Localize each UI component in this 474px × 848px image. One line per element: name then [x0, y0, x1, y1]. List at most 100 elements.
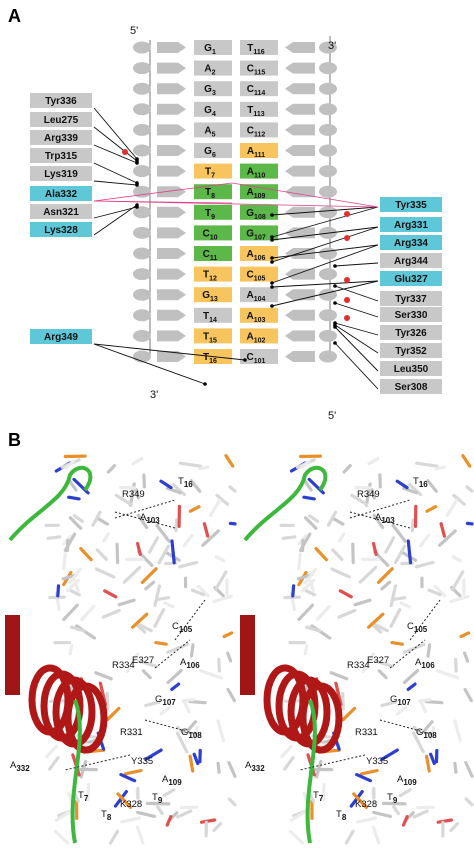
strand1-base-box — [194, 40, 232, 55]
contact-line — [93, 144, 138, 164]
residue-box — [380, 361, 442, 376]
molecule-stick — [418, 699, 428, 714]
molecule-stick — [331, 548, 344, 562]
molecule-stick — [464, 797, 474, 807]
residue-box — [380, 271, 442, 286]
strand2-base-box — [240, 60, 278, 76]
hbond-dotted-line — [154, 639, 191, 669]
residue-label: Ser330 — [395, 310, 428, 321]
molecule-stick — [189, 643, 195, 658]
contact-line — [334, 324, 379, 354]
strand2-base-box — [240, 81, 278, 97]
molecule-stick — [436, 818, 453, 824]
molecule-stick — [212, 822, 223, 833]
molecule-stick — [399, 601, 411, 609]
residue-label: Leu350 — [394, 364, 429, 375]
molecule-stick — [170, 539, 176, 565]
residue-annotation: T8 — [101, 809, 112, 822]
molecule-stick — [352, 792, 368, 810]
residue-annotation: G107 — [155, 694, 176, 707]
residue-annotation: R334 — [347, 660, 370, 671]
contact-line — [93, 180, 138, 186]
molecule-stick — [148, 536, 160, 554]
molecule-stick — [69, 589, 81, 597]
molecule-stick — [95, 548, 109, 562]
strand1-sugar — [157, 309, 186, 321]
strand1-base-box — [194, 163, 232, 179]
strand1-sugar — [157, 289, 186, 301]
contact-line — [93, 343, 246, 361]
molecule-stick — [125, 652, 140, 674]
contact-point — [270, 281, 274, 285]
molecule-stick — [68, 516, 83, 530]
molecule-stick — [208, 498, 222, 518]
molecule-stick — [202, 522, 210, 538]
residue-box — [380, 379, 442, 394]
strand2-base-box — [240, 307, 278, 323]
strand1-base-box — [194, 143, 232, 158]
strand2-sugar — [285, 351, 315, 362]
strand1-base-box — [194, 246, 232, 261]
molecule-stick — [175, 731, 189, 754]
water-molecule — [122, 149, 128, 155]
contact-point — [270, 285, 274, 289]
molecule-stick — [390, 640, 404, 646]
molecule-stick — [136, 810, 157, 819]
strand2-base-box — [240, 328, 278, 344]
strand1-phosphate — [133, 268, 151, 281]
contact-point — [243, 358, 247, 362]
strand1-base-box — [194, 81, 232, 97]
strand2-sugar — [285, 124, 315, 136]
protein-helix-red — [240, 615, 255, 695]
molecule-stick — [222, 631, 234, 639]
residue-label: Tyr326 — [395, 328, 427, 339]
molecule-stick — [54, 830, 70, 845]
molecule-stick — [72, 477, 90, 495]
strand2-base-box — [240, 225, 278, 241]
molecule-stick — [453, 719, 462, 743]
molecule-stick — [303, 643, 309, 656]
molecule-stick — [186, 720, 197, 732]
strand2-base-box — [240, 266, 278, 282]
water-molecule — [344, 211, 350, 217]
residue-label: Glu327 — [394, 274, 428, 285]
contact-point — [333, 284, 337, 288]
molecule-stick — [188, 754, 195, 773]
residue-annotation: E327 — [367, 655, 389, 666]
molecule-stick — [338, 589, 353, 599]
hbond-dotted-line — [64, 754, 131, 771]
strand1-base-label: A5 — [204, 125, 215, 138]
molecule-stick — [69, 625, 86, 633]
protein-loop-green — [305, 699, 317, 844]
molecule-stick — [196, 584, 210, 598]
molecule-stick — [463, 687, 473, 703]
molecule-stick — [199, 818, 217, 824]
molecule-stick — [119, 772, 137, 783]
molecule-stick — [342, 464, 352, 474]
molecule-stick — [122, 565, 142, 584]
strand2-sugar — [285, 103, 315, 115]
residue-label: Arg349 — [44, 332, 78, 343]
strand1-base-box — [194, 287, 232, 303]
molecule-stick — [166, 642, 190, 654]
residue-label: Ala332 — [45, 189, 78, 200]
residue-label: Arg331 — [394, 220, 428, 231]
strand1-phosphate — [133, 247, 151, 260]
strand1-base-box — [194, 328, 232, 344]
molecule-stick — [380, 748, 399, 761]
molecule-stick — [138, 659, 159, 669]
molecule-stick — [384, 536, 396, 554]
molecule-stick — [163, 601, 175, 609]
water-molecule — [344, 297, 350, 303]
contact-line — [93, 343, 206, 385]
protein-loop-green — [70, 699, 82, 844]
residue-box — [380, 291, 442, 306]
molecule-stick — [303, 479, 313, 492]
strand1-phosphate — [133, 226, 151, 239]
molecule-stick — [354, 485, 372, 490]
molecule-stick — [389, 608, 402, 628]
molecule-stick — [332, 517, 345, 526]
molecule-stick — [424, 699, 444, 705]
residue-annotation: T16 — [178, 476, 193, 489]
molecule-stick — [165, 486, 182, 495]
